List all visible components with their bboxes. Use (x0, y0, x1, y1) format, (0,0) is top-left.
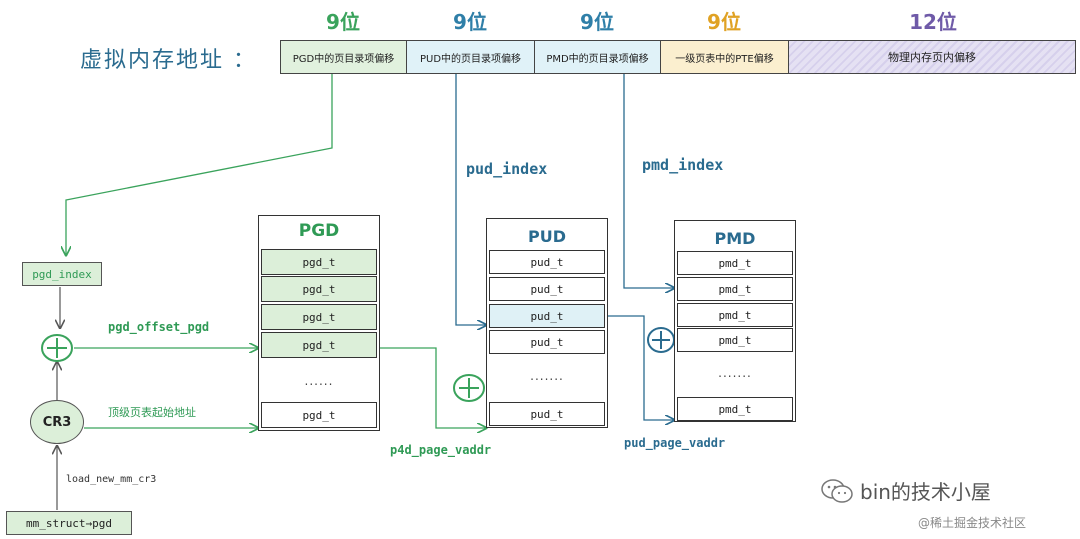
table-row: pud_t (489, 304, 605, 328)
mm-struct-label: mm_struct→pgd (25, 516, 113, 530)
channel-name: bin的技术小屋 (860, 480, 991, 504)
table-row: pmd_t (677, 303, 793, 327)
table-row: pmd_t (677, 251, 793, 275)
table-row: pmd_t (677, 277, 793, 301)
pud-index-label: pud_index (466, 160, 548, 178)
cr3-register: CR3 (30, 400, 84, 444)
offset-bits: 12位 (909, 10, 957, 34)
table-row: pmd_t (677, 397, 793, 421)
pgd-offset-label: pgd_offset_pgd (108, 320, 210, 334)
plus-icon (647, 327, 675, 353)
pmd-table: PMD pmd_t pmd_t pmd_t pmd_t ....... pmd_… (674, 220, 796, 422)
pmd-title: PMD (714, 229, 756, 248)
table-row: pgd_t (261, 402, 377, 428)
pud-title: PUD (528, 227, 566, 246)
address-label: 虚拟内存地址 ： (80, 48, 257, 73)
table-row: pgd_t (261, 332, 377, 358)
table-row: pud_t (489, 330, 605, 354)
pmd-bits: 9位 (580, 10, 614, 34)
plus-icon (41, 334, 73, 362)
pgd-table: PGD pgd_t pgd_t pgd_t pgd_t ...... pgd_t (258, 215, 380, 431)
pte-field: 一级页表中的PTE偏移 (660, 40, 789, 74)
pgd-title: PGD (298, 221, 340, 241)
table-row: pud_t (489, 277, 605, 301)
pte-bits: 9位 (707, 10, 741, 34)
cr3-label: CR3 (42, 414, 72, 430)
pmd-index-label: pmd_index (642, 156, 724, 174)
mm-struct-box: mm_struct→pgd (6, 511, 132, 535)
table-ellipsis: ....... (530, 369, 564, 383)
pgd-field: PGD中的页目录项偏移 (280, 40, 407, 74)
load-cr3-label: load_new_mm_cr3 (66, 474, 157, 485)
pgd-index-box: pgd_index (22, 262, 102, 286)
pgd-index-text: pgd_index (32, 267, 92, 281)
table-row: pgd_t (261, 276, 377, 302)
offset-field: 物理内存页内偏移 (788, 40, 1076, 74)
watermark-site: @稀土掘金技术社区 (918, 516, 1027, 530)
plus-icon (453, 374, 485, 402)
table-row: pgd_t (261, 304, 377, 330)
pmd-field: PMD中的页目录项偏移 (534, 40, 661, 74)
wechat-icon (821, 478, 853, 503)
table-row: pud_t (489, 402, 605, 426)
watermark-channel: bin的技术小屋 (820, 476, 991, 505)
pud-field: PUD中的页目录项偏移 (406, 40, 535, 74)
top-table-label: 顶级页表起始地址 (108, 406, 196, 419)
table-row: pud_t (489, 250, 605, 274)
table-row: pmd_t (677, 328, 793, 352)
pgd-bits: 9位 (326, 10, 360, 34)
pud-page-vaddr-label: pud_page_vaddr (624, 436, 726, 450)
table-ellipsis: ....... (718, 366, 752, 380)
table-ellipsis: ...... (304, 374, 334, 388)
pud-bits: 9位 (453, 10, 487, 34)
p4d-page-vaddr-label: p4d_page_vaddr (390, 443, 492, 457)
pud-table: PUD pud_t pud_t pud_t pud_t ....... pud_… (486, 218, 608, 428)
table-row: pgd_t (261, 249, 377, 275)
